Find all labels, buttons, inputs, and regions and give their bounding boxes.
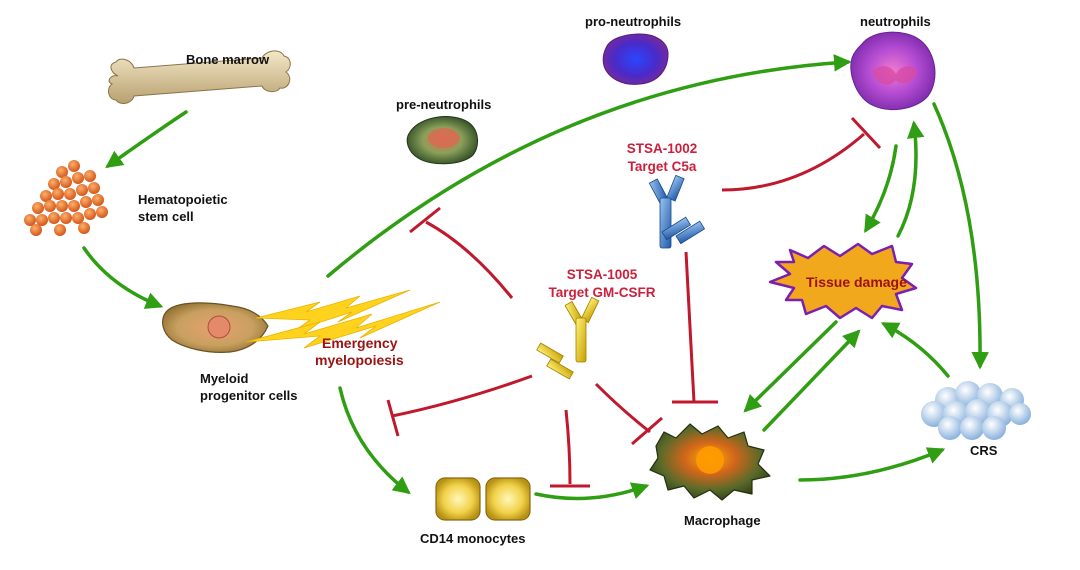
tissue-damage-burst-icon xyxy=(768,242,918,320)
macrophage-cell-icon xyxy=(649,423,771,501)
arrow-macrophage-to-tissue-damage xyxy=(762,329,861,432)
myeloid-label-line1: Myeloid xyxy=(200,371,249,386)
hematopoietic-stem-cell-icon xyxy=(24,160,108,236)
tissue-damage-label: Tissue damage xyxy=(806,274,907,290)
cd14-monocyte-icon xyxy=(435,477,531,521)
inhibit-bar-myeloid xyxy=(386,399,400,437)
inhibit-bar-pre-neutrophils xyxy=(409,206,441,234)
hsc-label-line1: Hematopoietic xyxy=(138,192,228,207)
crs-label: CRS xyxy=(970,443,998,458)
arrow-neutrophils-to-tissue-damage xyxy=(864,144,898,234)
bone-marrow-icon xyxy=(108,50,291,104)
crs-cloud-icon xyxy=(921,381,1031,440)
inhibit-stsa1002-macrophage xyxy=(684,251,696,403)
arrow-tissue-damage-to-macrophage xyxy=(743,320,838,413)
arrow-monocytes-to-macrophage xyxy=(534,482,650,501)
pre-neutrophil-cell-icon xyxy=(406,116,478,165)
antibody-stsa-1002-icon xyxy=(648,174,706,249)
pre-neutrophils-label: pre-neutrophils xyxy=(396,97,492,112)
inhibit-stsa1002-neutrophils xyxy=(721,132,865,192)
arrow-macrophage-to-crs xyxy=(798,447,946,482)
inhibit-stsa1005-monocytes xyxy=(564,409,572,485)
emergency-label-line1: Emergency xyxy=(322,335,398,351)
arrow-crs-to-tissue-damage xyxy=(880,322,950,378)
emergency-lightning-icon xyxy=(245,289,441,349)
antibody-stsa-1005-icon xyxy=(536,296,600,380)
inhibit-stsa1005-macrophage xyxy=(594,382,651,434)
pro-neutrophils-label: pro-neutrophils xyxy=(585,14,682,29)
inhibit-bar-macrophage-1005 xyxy=(631,416,663,446)
cd14-monocytes-label: CD14 monocytes xyxy=(420,531,526,546)
neutrophil-cell-icon xyxy=(850,31,936,110)
stsa-1005-label-line1: STSA-1005 xyxy=(566,267,638,282)
inhibit-stsa1005-myeloid xyxy=(391,374,533,418)
neutrophils-label: neutrophils xyxy=(860,14,931,29)
arrow-bone-to-hsc xyxy=(105,110,188,169)
arrow-tissue-damage-to-neutrophils xyxy=(896,120,925,238)
stsa-1005-label-line2: Target GM-CSFR xyxy=(548,285,656,300)
macrophage-label: Macrophage xyxy=(684,513,761,528)
myeloid-progenitor-cell-icon xyxy=(162,302,269,353)
bone-marrow-label: Bone marrow xyxy=(186,52,270,67)
arrow-myeloid-to-monocytes xyxy=(338,386,411,495)
stsa-1002-label-line1: STSA-1002 xyxy=(626,141,698,156)
stsa-1002-label-line2: Target C5a xyxy=(627,159,697,174)
arrow-hsc-to-myeloid xyxy=(82,246,164,309)
inhibit-stsa1005-pre-neutrophils xyxy=(425,220,514,299)
myeloid-label-line2: progenitor cells xyxy=(200,388,298,403)
pro-neutrophil-cell-icon xyxy=(602,33,669,85)
hsc-label-line2: stem cell xyxy=(138,209,194,224)
emergency-label-line2: myelopoiesis xyxy=(315,352,404,368)
arrow-myeloid-to-neutrophils xyxy=(326,54,852,278)
arrow-neutrophils-to-crs xyxy=(932,102,989,370)
inhibit-bar-neutrophils xyxy=(850,116,882,150)
